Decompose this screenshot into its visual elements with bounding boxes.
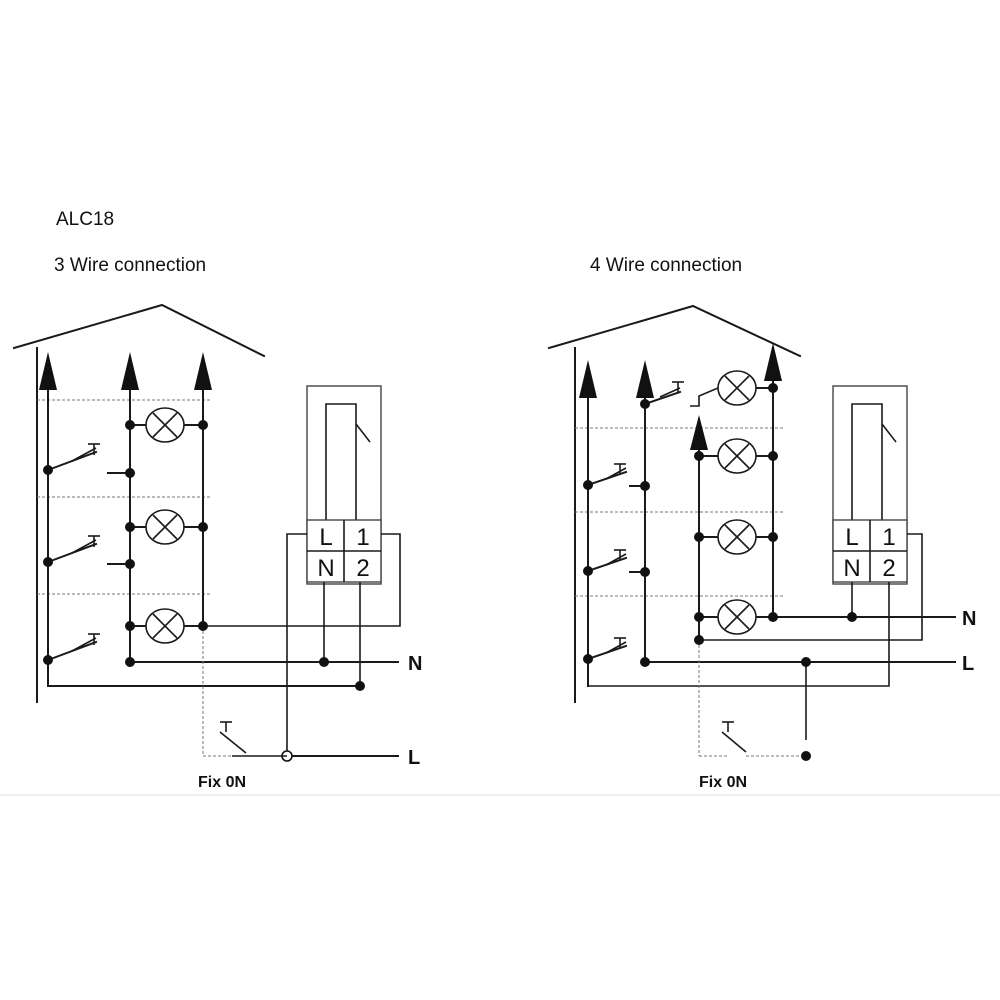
lamp-icon <box>129 509 204 545</box>
junction <box>583 566 593 576</box>
wire <box>286 533 307 756</box>
junction <box>640 399 650 409</box>
junction <box>801 657 811 667</box>
junction <box>125 621 135 631</box>
push-button-icon <box>586 549 646 573</box>
push-button-icon <box>586 463 646 487</box>
junction <box>694 612 704 622</box>
three-wire-diagram: 3 Wire connection <box>12 255 422 791</box>
lamp-icon <box>717 370 774 406</box>
junction <box>694 635 704 645</box>
junction <box>640 481 650 491</box>
lamp-icon <box>698 599 774 635</box>
junction <box>125 657 135 667</box>
riser-arrow-icon <box>194 352 212 390</box>
terminal-1: 1 <box>882 524 895 551</box>
lamp-icon <box>129 608 204 644</box>
terminal-2: 2 <box>356 555 369 582</box>
push-button-icon <box>46 443 131 474</box>
four-wire-diagram: 4 Wire connection <box>547 255 976 791</box>
junction <box>319 657 329 667</box>
junction <box>355 681 365 691</box>
fix-on-label: Fix 0N <box>699 774 747 791</box>
wire <box>203 533 401 627</box>
lamp-icon <box>129 407 204 443</box>
relay-contact <box>325 403 357 520</box>
push-button-icon <box>46 535 131 565</box>
three-wire-heading: 3 Wire connection <box>54 255 206 276</box>
lamp-icon <box>698 519 774 555</box>
riser-arrow-icon <box>579 360 597 398</box>
riser-arrow-icon <box>764 343 782 381</box>
junction <box>768 612 778 622</box>
junction <box>768 383 778 393</box>
terminal-n: N <box>843 555 860 582</box>
junction <box>125 559 135 569</box>
junction <box>583 654 593 664</box>
junction <box>125 522 135 532</box>
diagram-title: ALC18 <box>56 209 114 230</box>
push-button-icon <box>586 637 628 661</box>
neutral-label: N <box>408 653 422 675</box>
junction <box>640 657 650 667</box>
junction <box>198 420 208 430</box>
junction <box>768 532 778 542</box>
junction <box>198 522 208 532</box>
terminal-2: 2 <box>882 555 895 582</box>
junction <box>43 465 53 475</box>
four-wire-heading: 4 Wire connection <box>590 255 742 276</box>
junction <box>640 567 650 577</box>
riser-arrow-icon <box>121 352 139 390</box>
fix-on-label: Fix 0N <box>198 774 246 791</box>
junction <box>583 480 593 490</box>
junction <box>768 451 778 461</box>
house-roof <box>12 303 266 358</box>
riser-arrow-icon <box>39 352 57 390</box>
wire <box>699 533 923 641</box>
neutral-label: N <box>962 608 976 630</box>
relay-contact <box>355 423 371 443</box>
push-button-icon <box>46 633 100 662</box>
relay-contact <box>881 423 897 443</box>
junction <box>694 451 704 461</box>
fix-on-switch-icon <box>721 721 806 757</box>
live-label: L <box>408 747 420 769</box>
junction <box>125 468 135 478</box>
terminal-l: L <box>845 524 858 551</box>
riser-arrow-icon <box>636 360 654 398</box>
fix-on-switch-icon <box>219 721 287 757</box>
junction <box>125 420 135 430</box>
relay-contact <box>851 403 883 520</box>
lamp-icon <box>698 438 774 474</box>
junction <box>694 532 704 542</box>
terminal-n: N <box>317 555 334 582</box>
junction <box>43 655 53 665</box>
junction <box>847 612 857 622</box>
house-roof <box>547 304 802 358</box>
junction <box>43 557 53 567</box>
push-button-icon <box>643 381 719 407</box>
junction <box>801 751 811 761</box>
terminal-1: 1 <box>356 524 369 551</box>
terminal-l: L <box>319 524 332 551</box>
live-label: L <box>962 653 974 675</box>
junction <box>198 621 208 631</box>
riser-arrow-icon <box>690 415 708 450</box>
